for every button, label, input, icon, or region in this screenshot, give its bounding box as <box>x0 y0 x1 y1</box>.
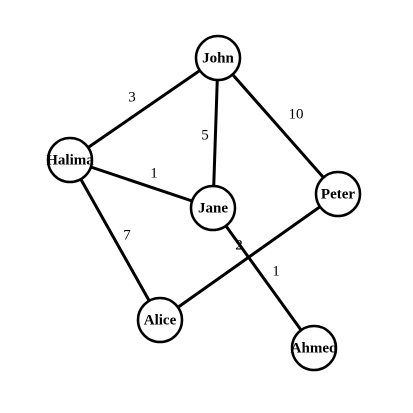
edge-halima-alice <box>68 158 162 322</box>
node-circle-john <box>194 34 242 82</box>
node-label-peter: Peter <box>321 186 355 202</box>
node-jane: Jane <box>189 184 237 232</box>
edge-john-jane <box>211 56 220 210</box>
edge-john-peter <box>216 56 340 196</box>
edges-layer <box>68 56 340 350</box>
edge-weight-jane-ahmed: 1 <box>272 263 280 279</box>
node-label-jane: Jane <box>198 200 228 216</box>
node-halima: Halima <box>46 136 94 184</box>
edge-weight-alice-peter: 2 <box>235 237 243 253</box>
edge-weight-john-jane: 5 <box>201 127 209 143</box>
edge-weight-halima-alice: 7 <box>123 227 131 243</box>
node-ahmed: Ahmed <box>290 324 338 372</box>
edge-halima-john <box>68 56 220 162</box>
node-label-john: John <box>202 50 234 66</box>
node-circle-alice <box>136 296 184 344</box>
node-peter: Peter <box>314 170 362 218</box>
node-label-halima: Halima <box>46 152 94 168</box>
node-label-alice: Alice <box>144 312 177 328</box>
node-circle-ahmed <box>290 324 338 372</box>
edge-halima-jane <box>68 158 215 210</box>
node-circle-jane <box>189 184 237 232</box>
node-label-ahmed: Ahmed <box>291 340 338 356</box>
edge-weight-john-peter: 10 <box>289 106 304 122</box>
node-circle-halima <box>46 136 94 184</box>
node-circle-peter <box>314 170 362 218</box>
weights-layer: 3 5 10 1 7 2 1 <box>123 89 303 279</box>
node-john: John <box>194 34 242 82</box>
edge-jane-ahmed <box>211 206 316 350</box>
node-alice: Alice <box>136 296 184 344</box>
edge-weight-halima-john: 3 <box>128 89 136 105</box>
edge-weight-halima-jane: 1 <box>150 165 158 181</box>
